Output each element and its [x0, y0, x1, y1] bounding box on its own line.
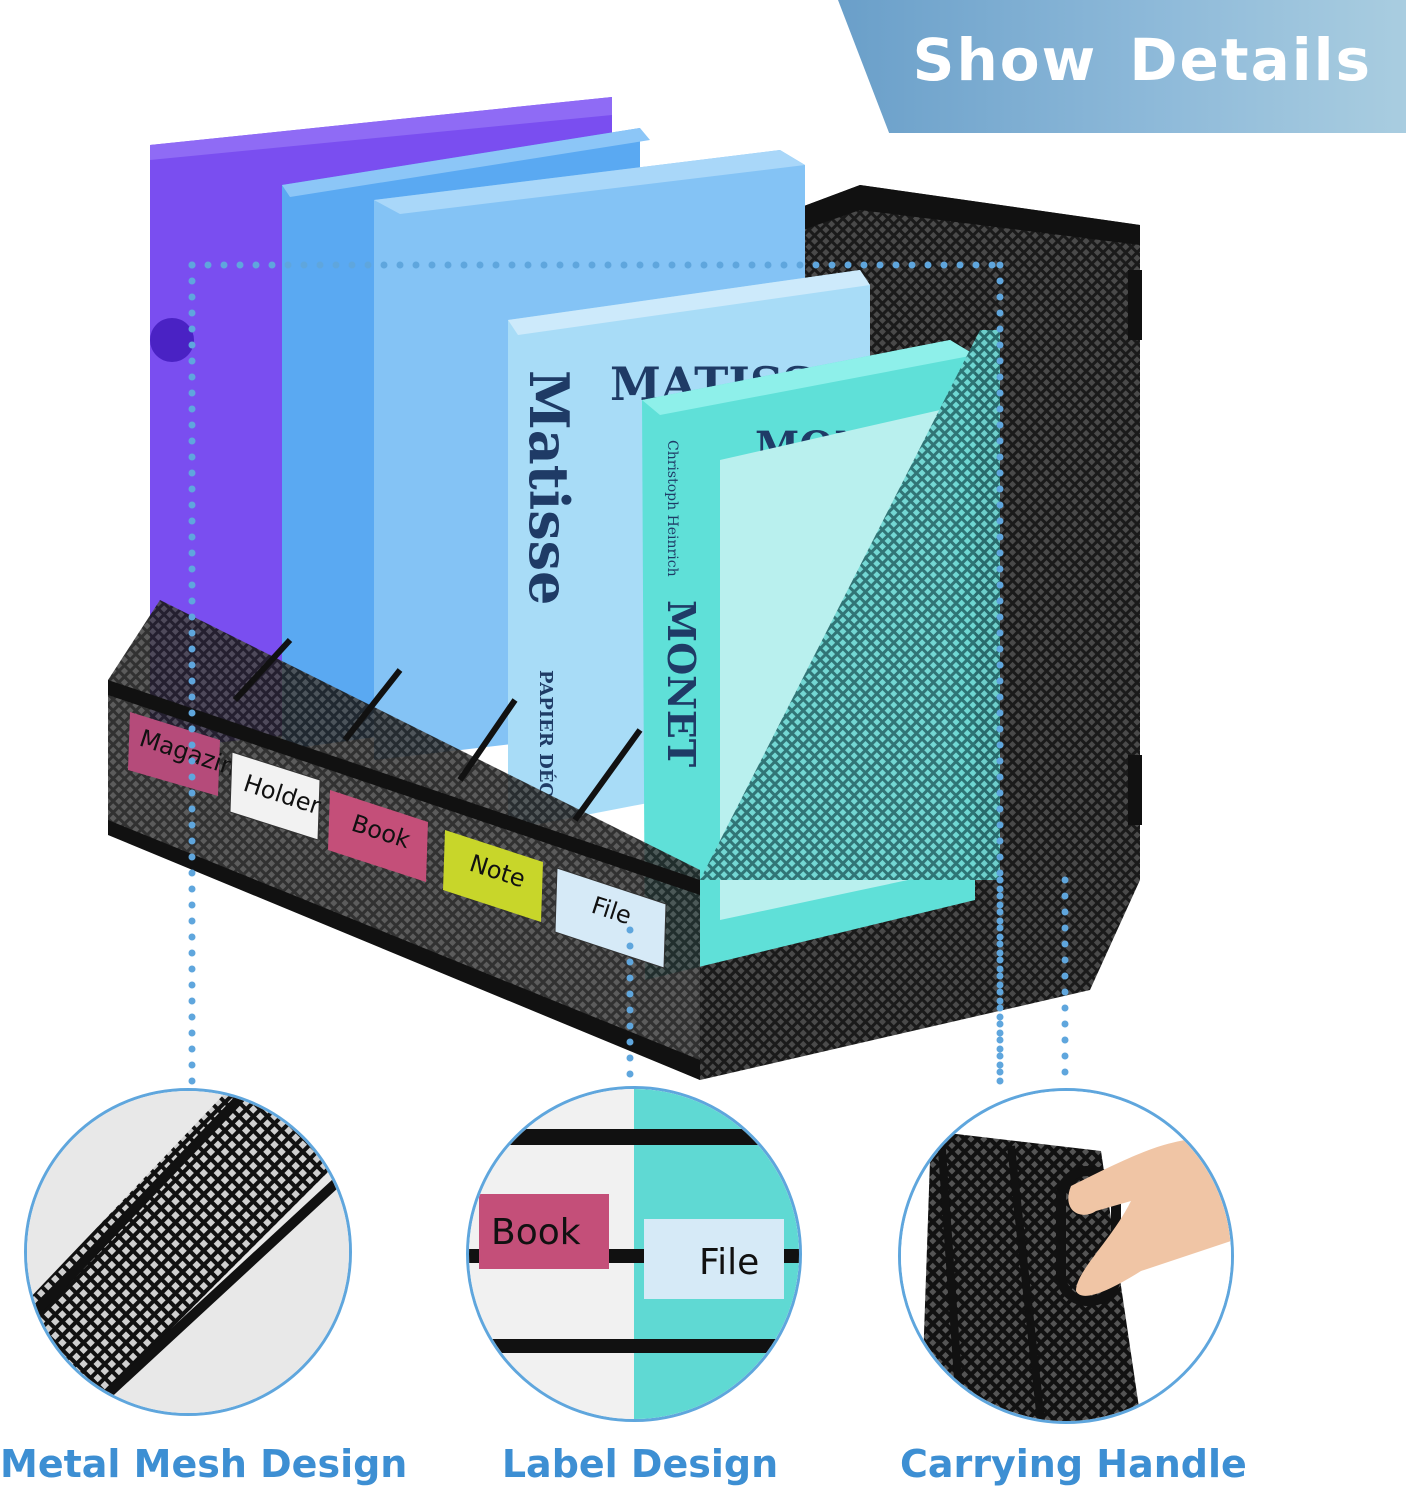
callout-metal-mesh: [24, 1088, 352, 1416]
label-closeup: Book File: [469, 1089, 799, 1419]
teal-mesh-divider: [700, 330, 1000, 880]
callout-carrying-handle: [898, 1088, 1234, 1424]
handle-closeup: [901, 1091, 1231, 1421]
banner-title: Show Details: [912, 26, 1372, 94]
caption-label-design: Label Design: [501, 1442, 779, 1486]
show-details-banner: Show Details: [838, 0, 1406, 133]
monet-spine-title: MONET: [659, 600, 704, 767]
closeup-label-book-text: Book: [491, 1212, 581, 1253]
closeup-label-file-text: File: [699, 1242, 759, 1283]
file-organizer-illustration: MATISSE Matisse PAPIER DÉC MONET Christo…: [108, 97, 1142, 1094]
monet-author: Christoph Heinrich: [664, 440, 680, 577]
callout-connectors: [188, 261, 1069, 1094]
hand: [1068, 1138, 1231, 1296]
caption-metal-mesh: Metal Mesh Design: [0, 1442, 408, 1486]
callout-label-design: Book File: [466, 1086, 802, 1422]
label-note: Note: [443, 830, 543, 922]
closeup-label-file: [644, 1219, 784, 1299]
matisse-spine-title: Matisse: [517, 370, 581, 605]
caption-carrying-handle: Carrying Handle: [900, 1442, 1247, 1486]
matisse-spine-subtitle: PAPIER DÉC: [535, 670, 558, 797]
closeup-label-book: [479, 1194, 609, 1269]
label-holder: Holder: [229, 751, 324, 841]
label-book: Book: [328, 790, 428, 882]
label-file: File: [554, 867, 667, 969]
mesh-closeup: [27, 1091, 349, 1413]
